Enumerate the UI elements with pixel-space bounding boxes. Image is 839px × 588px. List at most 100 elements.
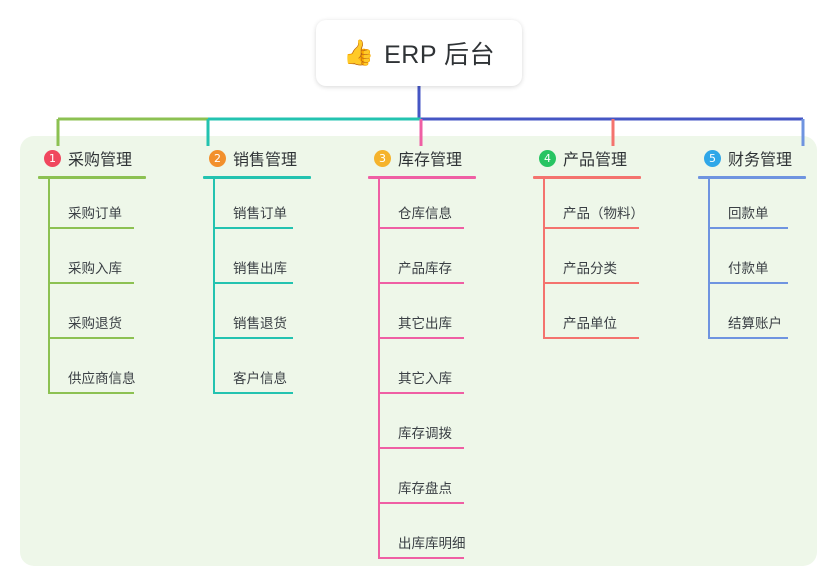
branch-spine-4 bbox=[543, 179, 545, 337]
list-item[interactable]: 产品（物料） bbox=[533, 179, 644, 234]
list-item-underline bbox=[378, 447, 464, 449]
list-item-label: 产品单位 bbox=[563, 316, 617, 331]
branch-spine-3 bbox=[378, 179, 380, 557]
list-item-underline bbox=[48, 392, 134, 394]
branch-underline-1 bbox=[38, 176, 146, 179]
list-item[interactable]: 仓库信息 bbox=[368, 179, 476, 234]
list-item-label: 采购订单 bbox=[68, 206, 122, 221]
list-item[interactable]: 其它入库 bbox=[368, 344, 476, 399]
branch-header-1[interactable]: 1 采购管理 bbox=[38, 146, 146, 170]
list-item-label: 出库库明细 bbox=[398, 536, 466, 551]
root-node[interactable]: 👍 ERP 后台 bbox=[316, 20, 522, 86]
list-item-label: 销售订单 bbox=[233, 206, 287, 221]
list-item-label: 库存盘点 bbox=[398, 481, 452, 496]
list-item-underline bbox=[213, 227, 293, 229]
branch-header-4[interactable]: 4 产品管理 bbox=[533, 146, 641, 170]
branch-title-4: 产品管理 bbox=[563, 152, 628, 169]
branch-underline-5 bbox=[698, 176, 806, 179]
branch-badge-4: 4 bbox=[539, 149, 556, 167]
root-title: ERP 后台 bbox=[384, 41, 496, 69]
list-item-underline bbox=[708, 227, 788, 229]
branch-items-1: 采购订单采购入库采购退货供应商信息 bbox=[38, 179, 146, 399]
branch-column-5: 5 财务管理回款单付款单结算账户 bbox=[698, 146, 806, 344]
list-item-underline bbox=[378, 502, 464, 504]
branch-items-2: 销售订单销售出库销售退货客户信息 bbox=[203, 179, 311, 399]
list-item-label: 结算账户 bbox=[728, 316, 782, 331]
list-item[interactable]: 客户信息 bbox=[203, 344, 311, 399]
branch-spine-5 bbox=[708, 179, 710, 337]
branch-badge-3: 3 bbox=[374, 149, 391, 167]
list-item[interactable]: 回款单 bbox=[698, 179, 806, 234]
branch-underline-2 bbox=[203, 176, 311, 179]
branch-column-4: 4 产品管理产品（物料） 产品分类产品单位 bbox=[533, 146, 644, 344]
branch-spine-2 bbox=[213, 179, 215, 392]
list-item-label: 客户信息 bbox=[233, 371, 287, 386]
list-item[interactable]: 产品单位 bbox=[533, 289, 641, 344]
list-item-underline bbox=[378, 282, 464, 284]
list-item[interactable]: 采购订单 bbox=[38, 179, 146, 234]
list-item-underline bbox=[708, 337, 788, 339]
list-item-underline bbox=[543, 227, 639, 229]
list-item[interactable]: 供应商信息 bbox=[38, 344, 146, 399]
list-item-underline bbox=[48, 227, 134, 229]
branch-badge-2: 2 bbox=[209, 149, 226, 167]
list-item-underline bbox=[378, 227, 464, 229]
list-item[interactable]: 库存调拨 bbox=[368, 399, 476, 454]
branch-header-3[interactable]: 3 库存管理 bbox=[368, 146, 476, 170]
branch-underline-4 bbox=[533, 176, 641, 179]
list-item-underline bbox=[543, 337, 639, 339]
list-item[interactable]: 采购入库 bbox=[38, 234, 146, 289]
list-item[interactable]: 付款单 bbox=[698, 234, 806, 289]
list-item[interactable]: 其它出库 bbox=[368, 289, 476, 344]
list-item-label: 产品（物料） bbox=[563, 206, 644, 221]
branch-underline-3 bbox=[368, 176, 476, 179]
list-item[interactable]: 库存盘点 bbox=[368, 454, 476, 509]
list-item-underline bbox=[48, 337, 134, 339]
list-item-underline bbox=[378, 557, 464, 559]
branch-header-2[interactable]: 2 销售管理 bbox=[203, 146, 311, 170]
list-item-label: 产品分类 bbox=[563, 261, 617, 276]
thumbs-up-icon: 👍 bbox=[342, 38, 375, 67]
list-item-label: 销售出库 bbox=[233, 261, 287, 276]
list-item[interactable]: 销售退货 bbox=[203, 289, 311, 344]
branch-title-5: 财务管理 bbox=[728, 152, 793, 169]
list-item-underline bbox=[378, 337, 464, 339]
list-item[interactable]: 产品分类 bbox=[533, 234, 641, 289]
list-item-underline bbox=[48, 282, 134, 284]
branch-items-5: 回款单付款单结算账户 bbox=[698, 179, 806, 344]
branch-title-1: 采购管理 bbox=[68, 152, 133, 169]
list-item-label: 产品库存 bbox=[398, 261, 452, 276]
branch-column-2: 2 销售管理销售订单销售出库销售退货客户信息 bbox=[203, 146, 311, 399]
branch-badge-1: 1 bbox=[44, 149, 61, 167]
diagram-panel bbox=[20, 136, 817, 566]
list-item[interactable]: 出库库明细 bbox=[368, 509, 476, 564]
branch-items-3: 仓库信息产品库存其它出库其它入库库存调拨库存盘点出库库明细 bbox=[368, 179, 476, 564]
list-item-underline bbox=[378, 392, 464, 394]
list-item-underline bbox=[213, 337, 293, 339]
list-item-underline bbox=[213, 392, 293, 394]
branch-title-3: 库存管理 bbox=[398, 152, 463, 169]
branch-spine-1 bbox=[48, 179, 50, 392]
branch-header-5[interactable]: 5 财务管理 bbox=[698, 146, 806, 170]
list-item-label: 采购入库 bbox=[68, 261, 122, 276]
branch-title-2: 销售管理 bbox=[233, 152, 298, 169]
list-item[interactable]: 采购退货 bbox=[38, 289, 146, 344]
list-item-label: 供应商信息 bbox=[68, 371, 136, 386]
list-item-label: 回款单 bbox=[728, 206, 769, 221]
list-item-label: 销售退货 bbox=[233, 316, 287, 331]
list-item[interactable]: 销售出库 bbox=[203, 234, 311, 289]
list-item-label: 库存调拨 bbox=[398, 426, 452, 441]
branch-badge-5: 5 bbox=[704, 149, 721, 167]
list-item-label: 采购退货 bbox=[68, 316, 122, 331]
list-item[interactable]: 产品库存 bbox=[368, 234, 476, 289]
branch-items-4: 产品（物料） 产品分类产品单位 bbox=[533, 179, 644, 344]
branch-column-3: 3 库存管理仓库信息产品库存其它出库其它入库库存调拨库存盘点出库库明细 bbox=[368, 146, 476, 564]
list-item[interactable]: 销售订单 bbox=[203, 179, 311, 234]
list-item-underline bbox=[708, 282, 788, 284]
list-item-label: 其它入库 bbox=[398, 371, 452, 386]
list-item[interactable]: 结算账户 bbox=[698, 289, 806, 344]
list-item-label: 其它出库 bbox=[398, 316, 452, 331]
list-item-underline bbox=[213, 282, 293, 284]
list-item-label: 仓库信息 bbox=[398, 206, 452, 221]
